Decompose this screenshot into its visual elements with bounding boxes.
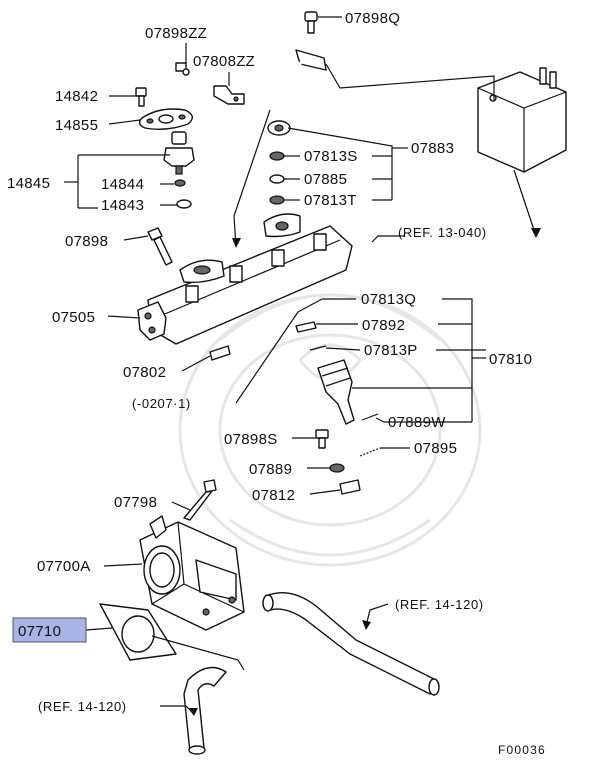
- label-07813t[interactable]: 07813T: [304, 192, 357, 209]
- bolt-07898q-drawing: [304, 11, 318, 34]
- gasket-07710-drawing: [99, 603, 177, 661]
- fuel-pipe-07883-drawing: [267, 49, 327, 136]
- label-07700a[interactable]: 07700A: [37, 558, 91, 575]
- label-ref-14120-right[interactable]: (REF. 14-120): [395, 597, 484, 612]
- bracket-07808zz-drawing: [213, 85, 245, 105]
- bolt-07898-drawing: [147, 227, 173, 266]
- label-07813s[interactable]: 07813S: [304, 148, 358, 165]
- label-14845[interactable]: 14845: [7, 175, 50, 192]
- bolt-14842-drawing: [135, 87, 147, 107]
- label-07883[interactable]: 07883: [411, 140, 454, 157]
- highlight-box-07710[interactable]: [12, 617, 87, 643]
- spacer-07812-drawing: [339, 479, 361, 495]
- bolt-07798-drawing: [183, 479, 217, 521]
- label-07892[interactable]: 07892: [362, 317, 405, 334]
- spring-07895-drawing: [359, 447, 381, 457]
- label-07898q[interactable]: 07898Q: [345, 10, 400, 27]
- label-07813p[interactable]: 07813P: [364, 342, 418, 359]
- label-07898zz[interactable]: 07898ZZ: [145, 25, 207, 42]
- label-07889w[interactable]: 07889W: [388, 414, 446, 431]
- callout-labels: 07898Q 07898ZZ 07808ZZ 14842 14855 14845…: [7, 10, 546, 757]
- label-14843[interactable]: 14843: [101, 197, 144, 214]
- oring-14843-drawing: [176, 199, 192, 209]
- label-07798[interactable]: 07798: [114, 494, 157, 511]
- label-07885[interactable]: 07885: [304, 171, 347, 188]
- rings-07883-set-drawing: [269, 151, 285, 205]
- label-14855[interactable]: 14855: [55, 117, 98, 134]
- label-date-0207[interactable]: (-0207·1): [132, 396, 191, 411]
- label-07898[interactable]: 07898: [65, 233, 108, 250]
- ring-07889-drawing: [329, 463, 345, 473]
- label-07898s[interactable]: 07898S: [224, 431, 278, 448]
- fuel-rail-07505-drawing: [137, 213, 353, 345]
- label-07810[interactable]: 07810: [489, 351, 532, 368]
- gasket-14855-drawing: [138, 108, 193, 131]
- label-07802[interactable]: 07802: [123, 364, 166, 381]
- label-07895[interactable]: 07895: [414, 440, 457, 457]
- sensor-14845-drawing: [163, 131, 195, 175]
- screw-07898zz-drawing: [175, 62, 190, 76]
- canister-ref-13040-drawing: [477, 67, 567, 173]
- injector-07810-drawing: [295, 321, 379, 425]
- label-ref-13040[interactable]: (REF. 13-040): [398, 225, 487, 240]
- label-14844[interactable]: 14844: [101, 176, 144, 193]
- label-07505[interactable]: 07505: [52, 309, 95, 326]
- label-07813q[interactable]: 07813Q: [361, 291, 416, 308]
- hose-ref-14120-left-drawing: [183, 666, 227, 755]
- ring-14844-drawing: [174, 179, 186, 187]
- label-07812[interactable]: 07812: [252, 487, 295, 504]
- watermark-emblem: [178, 293, 482, 567]
- leader-lines: [64, 16, 537, 715]
- bolt-07898s-drawing: [315, 429, 329, 449]
- figure-code: F00036: [498, 743, 546, 757]
- label-ref-14120-left[interactable]: (REF. 14-120): [38, 699, 127, 714]
- clip-07802-drawing: [209, 345, 231, 361]
- arrowheads: [188, 228, 541, 716]
- label-14842[interactable]: 14842: [55, 88, 98, 105]
- throttle-body-07700a-drawing: [139, 515, 245, 631]
- label-07808zz[interactable]: 07808ZZ: [193, 53, 255, 70]
- hose-ref-14120-right-drawing: [262, 592, 440, 696]
- label-07889[interactable]: 07889: [249, 461, 292, 478]
- label-07710[interactable]: 07710: [18, 623, 61, 640]
